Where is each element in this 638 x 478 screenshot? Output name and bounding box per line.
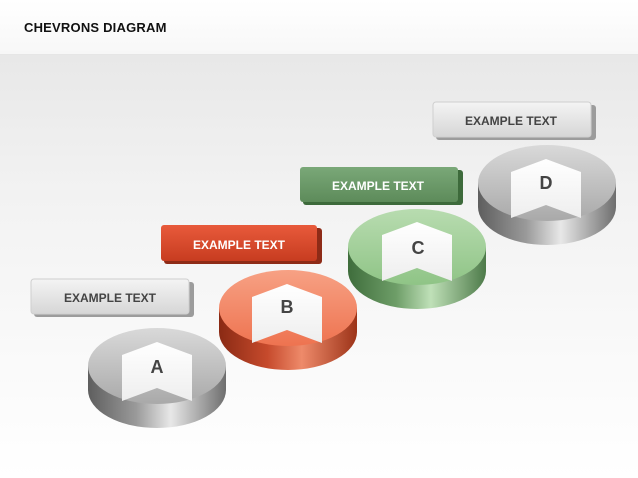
- label-text-c: EXAMPLE TEXT: [332, 179, 425, 193]
- label-box-c: EXAMPLE TEXT: [300, 167, 463, 205]
- letter-d: D: [540, 173, 553, 193]
- label-text-d: EXAMPLE TEXT: [465, 114, 558, 128]
- chevron-d-icon: [511, 159, 581, 218]
- step-c: EXAMPLE TEXT C: [300, 167, 486, 309]
- chevron-a-icon: [122, 342, 192, 401]
- label-text-b: EXAMPLE TEXT: [193, 238, 286, 252]
- label-box-d: EXAMPLE TEXT: [432, 101, 596, 140]
- letter-a: A: [151, 357, 164, 377]
- step-b: EXAMPLE TEXT B: [161, 225, 357, 370]
- disc-d: D: [478, 145, 616, 245]
- letter-c: C: [412, 238, 425, 258]
- label-box-b: EXAMPLE TEXT: [161, 225, 322, 264]
- step-a: EXAMPLE TEXT A: [30, 278, 226, 428]
- page-title: CHEVRONS DIAGRAM: [24, 20, 167, 35]
- letter-b: B: [281, 297, 294, 317]
- step-d: EXAMPLE TEXT D: [432, 101, 616, 245]
- chevron-c-icon: [382, 222, 452, 281]
- disc-c: C: [348, 209, 486, 309]
- disc-a: A: [88, 328, 226, 428]
- disc-b: B: [219, 270, 357, 370]
- chevron-b-icon: [252, 284, 322, 343]
- label-text-a: EXAMPLE TEXT: [64, 291, 157, 305]
- header-bar: CHEVRONS DIAGRAM: [0, 0, 638, 55]
- label-box-a: EXAMPLE TEXT: [30, 278, 194, 317]
